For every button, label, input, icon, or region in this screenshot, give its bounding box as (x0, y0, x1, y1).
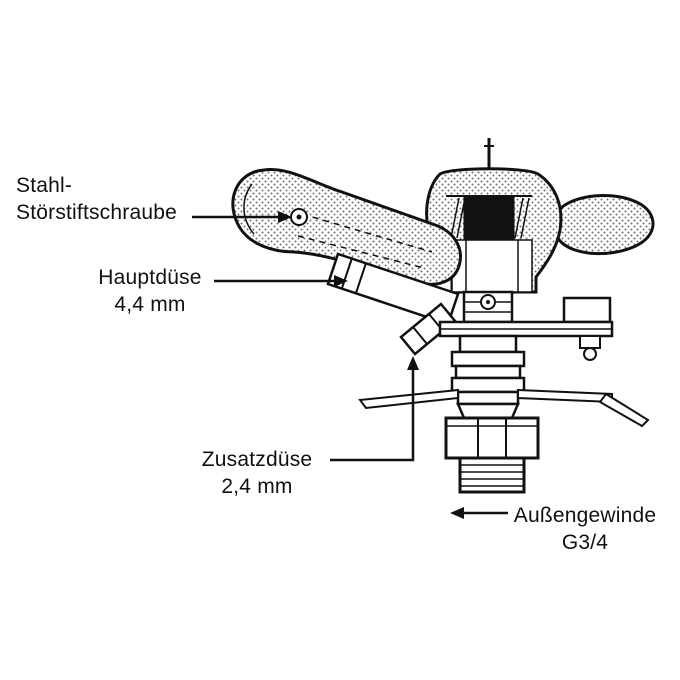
arrow-aussengewinde (450, 507, 508, 519)
arrow-zusatzduese (330, 356, 419, 462)
deflector-pin-screw (290, 208, 308, 226)
arrow-stoerstift (192, 211, 292, 223)
label-zusatzduese-line2: 2,4 mm (221, 475, 293, 498)
neck-pivot (462, 290, 514, 324)
label-zusatzduese-line1: Zusatzdüse (201, 448, 313, 471)
label-aussengewinde-line2: G3/4 (561, 531, 609, 554)
external-thread (458, 456, 526, 494)
body-section-detail (446, 195, 533, 293)
arm-hidden-edges (297, 213, 433, 269)
label-zusatzduese: Zusatzdüse 2,4 mm (194, 446, 320, 500)
arrow-hauptduese (214, 275, 348, 287)
label-aussengewinde: Außengewinde G3/4 (510, 502, 660, 556)
hex-nut (444, 416, 540, 460)
ring-stack (450, 334, 526, 420)
crossbar (358, 388, 650, 428)
label-stoerstiftschraube-line1: Stahl- (16, 174, 73, 197)
label-aussengewinde-line1: Außengewinde (513, 504, 657, 527)
label-hauptduese: Hauptdüse 4,4 mm (92, 264, 208, 318)
label-stoerstiftschraube-line2: Störstiftschraube (16, 201, 177, 224)
label-hauptduese-line1: Hauptdüse (98, 266, 202, 289)
label-hauptduese-line2: 4,4 mm (114, 293, 186, 316)
arm-inner-contour (243, 183, 255, 235)
label-stoerstiftschraube: Stahl- Störstiftschraube (16, 172, 177, 226)
flange-bracket (438, 296, 614, 361)
secondary-nozzle (399, 302, 457, 356)
right-wing (551, 194, 655, 256)
